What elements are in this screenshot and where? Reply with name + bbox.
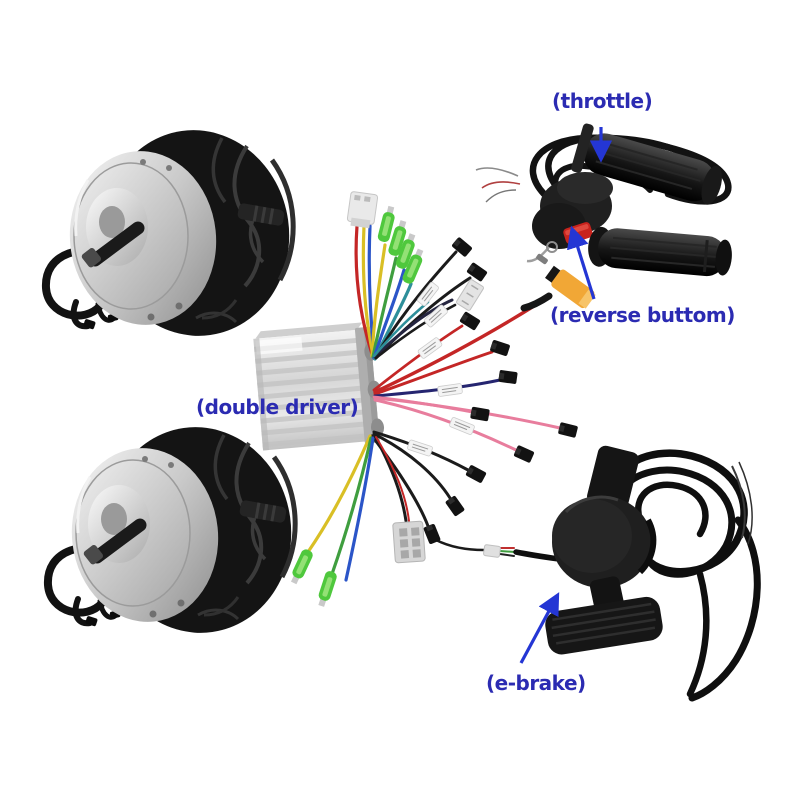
sm-connector: [459, 311, 481, 331]
left-grip: [588, 226, 732, 277]
sm-connector: [489, 339, 511, 357]
harness-connectors: [288, 191, 579, 608]
bullet-connector: [315, 569, 339, 608]
e-brake-label: (e-brake): [486, 671, 586, 695]
throttle-assembly: [475, 123, 732, 277]
throttle-grip: [571, 123, 722, 205]
annotation-arrows: [519, 127, 613, 664]
ebrake-plug-connector: [483, 544, 501, 558]
e-brake-arrow: [519, 592, 560, 664]
sm-connector: [470, 406, 490, 422]
sm-connector: [498, 369, 518, 385]
white-4pin-connector: [456, 279, 484, 311]
e-brake-lever: [545, 596, 663, 655]
e-brake-assembly: [545, 445, 761, 702]
white-multipin-connector: [392, 520, 426, 564]
sm-connector: [465, 464, 487, 484]
wire-label-sleeve: [448, 416, 476, 436]
reverse-button-label: (reverse buttom): [550, 303, 735, 327]
wire-label-sleeve: [416, 336, 444, 360]
sm-connector: [444, 495, 466, 517]
hub-motor-wheel-top: [46, 118, 303, 348]
throttle-label: (throttle): [552, 89, 653, 113]
sm-connector: [513, 444, 535, 464]
reverse-button-arrow: [567, 225, 596, 300]
controller-box: [253, 322, 385, 451]
wire-label-sleeve: [436, 382, 464, 398]
wire-label-sleeve: [406, 439, 434, 457]
sm-connector: [557, 422, 579, 438]
double-driver-label: (double driver): [196, 395, 359, 419]
